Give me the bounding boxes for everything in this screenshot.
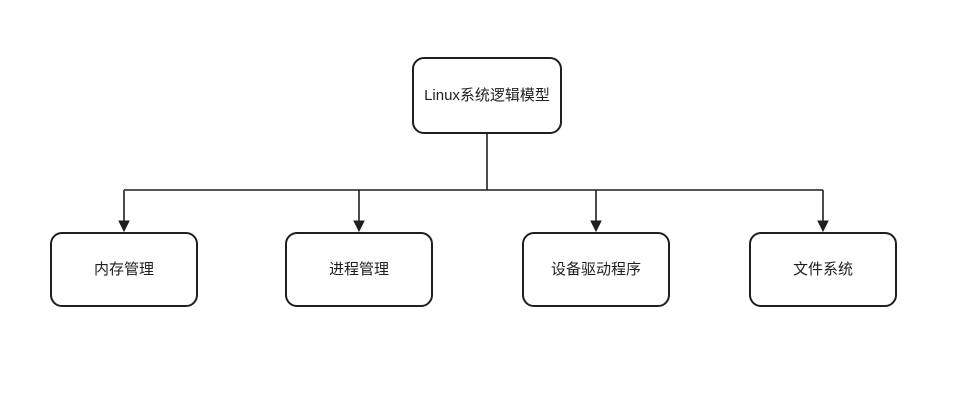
node-memory-management-label: 内存管理 (93, 260, 154, 278)
edge-to-memory-management (118, 190, 130, 233)
arrowhead-icon (590, 220, 602, 233)
node-process-management: 进程管理 (285, 232, 433, 307)
node-root-label: Linux系统逻辑模型 (424, 86, 550, 104)
node-device-drivers-label: 设备驱动程序 (550, 260, 641, 278)
node-process-management-label: 进程管理 (328, 260, 389, 278)
node-memory-management: 内存管理 (50, 232, 198, 307)
node-file-system: 文件系统 (749, 232, 897, 307)
node-root: Linux系统逻辑模型 (412, 57, 562, 134)
arrowhead-icon (118, 220, 130, 233)
edge-to-process-management (353, 190, 365, 233)
arrowhead-icon (817, 220, 829, 233)
node-file-system-label: 文件系统 (792, 260, 853, 278)
edge-to-device-drivers (590, 190, 602, 233)
node-device-drivers: 设备驱动程序 (522, 232, 670, 307)
edge-to-file-system (817, 190, 829, 233)
arrowhead-icon (353, 220, 365, 233)
